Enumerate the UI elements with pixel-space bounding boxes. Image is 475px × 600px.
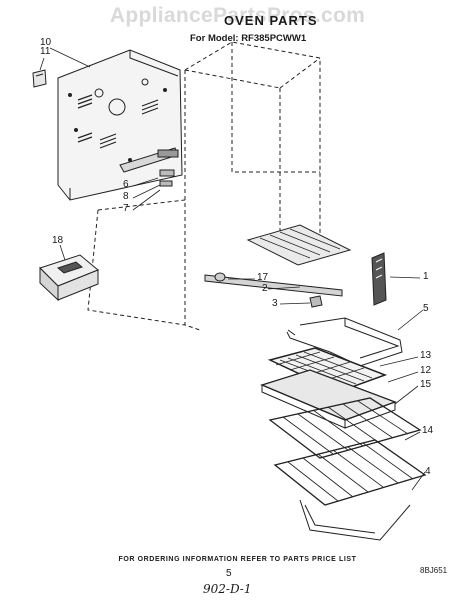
diagram-code: 8BJ651: [420, 566, 448, 575]
callout-12: 12: [420, 365, 432, 376]
callout-15: 15: [420, 379, 432, 390]
callout-leaders: [39, 47, 426, 491]
bracket-part: [309, 295, 323, 308]
callout-1: 1: [423, 271, 429, 282]
terminal-block-group: [157, 149, 179, 187]
callout-17: 17: [257, 272, 269, 283]
ordering-note: FOR ORDERING INFORMATION REFER TO PARTS …: [118, 556, 357, 563]
callout-2: 2: [262, 283, 268, 294]
callout-14: 14: [422, 425, 434, 436]
handwritten-reference: 902-D-1: [203, 582, 252, 596]
cavity-floor-element: [246, 224, 352, 266]
broiler-pan: [260, 369, 397, 429]
diagram-title: OVEN PARTS: [224, 13, 318, 28]
callout-5: 5: [423, 303, 429, 314]
access-plate-slot: [35, 73, 44, 77]
oven-back-panel: [57, 49, 183, 201]
oven-cavity-frame: [87, 41, 321, 331]
clip-part: [214, 272, 226, 282]
element-bracket: [371, 252, 387, 306]
callout-11: 11: [40, 46, 51, 57]
callout-8: 8: [123, 191, 129, 202]
callout-3: 3: [272, 298, 278, 309]
access-plate: [32, 69, 47, 88]
oven-rack-upper: [268, 397, 422, 459]
oven-rack-lower: [273, 439, 427, 541]
callout-7: 7: [123, 203, 129, 214]
model-label: For Model: RF385PCWW1: [190, 33, 307, 44]
callout-13: 13: [420, 350, 432, 361]
watermark: AppliancePartsPros.com: [109, 4, 366, 27]
callout-10: 10: [40, 37, 52, 48]
callout-4: 4: [425, 466, 431, 477]
callout-6: 6: [123, 179, 129, 190]
callout-18: 18: [52, 235, 64, 246]
broil-element-bar: [204, 274, 343, 297]
drawer-insert: [39, 254, 99, 302]
page-number: 5: [226, 568, 232, 579]
bake-element-coil: [286, 317, 403, 367]
